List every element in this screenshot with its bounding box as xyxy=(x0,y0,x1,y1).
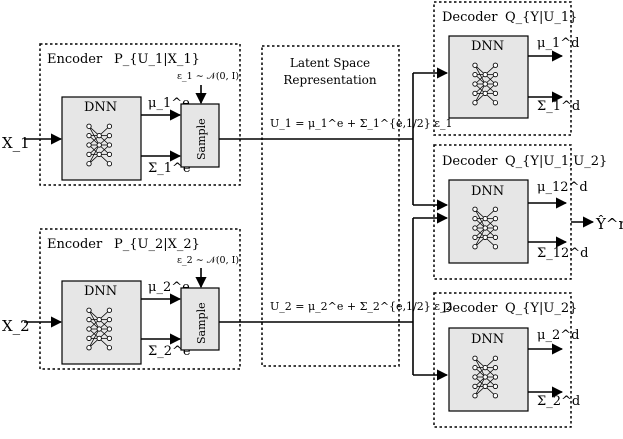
decoder-2-mu: μ_2^d xyxy=(537,328,579,343)
decoder-1-sigma: Σ_1^d xyxy=(537,99,580,114)
encoder-2-dist: P_{U_2|X_2} xyxy=(114,237,200,252)
decoder-12-sigma: Σ_12^d xyxy=(537,246,588,261)
decoder-1-mu: μ_1^d xyxy=(537,36,579,51)
encoder-2-mu: μ_2^e xyxy=(148,280,190,295)
encoder-2: Encoder P_{U_2|X_2} ε_2 ∼ 𝒩(0, I) DNN μ_… xyxy=(39,228,241,370)
decoder-2-frame xyxy=(433,292,572,428)
decoder-2-dnn-label: DNN xyxy=(471,332,504,347)
encoder-2-sample-box xyxy=(180,287,220,351)
encoder-2-frame xyxy=(39,228,241,370)
encoder-1-mu: μ_1^e xyxy=(148,96,190,111)
decoder-12-mu: μ_12^d xyxy=(537,180,588,195)
decoder-2: Decoder Q_{Y|U_2} DNN μ_2^d Σ_2^d xyxy=(433,292,580,428)
latent-u1-equation: U_1 = μ_1^e + Σ_1^{e,1/2} ε_1 xyxy=(270,117,452,130)
decoder-1-title: Decoder xyxy=(442,10,498,25)
encoder-2-sigma: Σ_2^e xyxy=(148,344,191,359)
decoder-12: Decoder Q_{Y|U_1,U_2} DNN μ_12^d Σ_12^d xyxy=(433,144,607,280)
latent-space: Latent Space Representation U_1 = μ_1^e … xyxy=(261,45,452,367)
decoder-12-dnn-label: DNN xyxy=(471,184,504,199)
decoder-1-dnn-label: DNN xyxy=(471,39,504,54)
encoder-2-dnn-label: DNN xyxy=(84,284,117,299)
encoder-1-dnn-label: DNN xyxy=(84,100,117,115)
encoder-2-title: Encoder xyxy=(47,237,103,252)
decoder-2-sigma: Σ_2^d xyxy=(537,394,580,409)
decoder-12-dist: Q_{Y|U_1,U_2} xyxy=(505,154,607,169)
encoder-1-sigma: Σ_1^e xyxy=(148,161,191,176)
encoder-1-sample-label: Sample xyxy=(195,118,208,160)
decoder-2-dnn-box xyxy=(448,327,529,412)
latent-space-frame xyxy=(261,45,400,367)
encoder-2-sample-label: Sample xyxy=(195,302,208,344)
decoder-2-title: Decoder xyxy=(442,301,498,316)
decoder-1-dist: Q_{Y|U_1} xyxy=(505,10,577,25)
latent-u2-equation: U_2 = μ_2^e + Σ_2^{e,1/2} ε_2 xyxy=(270,300,452,313)
encoder-1: Encoder P_{U_1|X_1} ε_1 ∼ 𝒩(0, I) DNN μ_… xyxy=(39,43,241,186)
decoder-12-frame xyxy=(433,144,572,280)
encoder-1-frame xyxy=(39,43,241,186)
output-label: Ŷ^n xyxy=(595,215,623,233)
encoder-2-noise: ε_2 ∼ 𝒩(0, I) xyxy=(177,255,239,266)
decoder-12-title: Decoder xyxy=(442,154,498,169)
encoder-2-dnn-box xyxy=(61,280,142,365)
latent-space-title-line1: Latent Space xyxy=(290,56,370,70)
decoder-1: Decoder Q_{Y|U_1} DNN μ_1^d Σ_1^d xyxy=(433,1,580,136)
encoder-1-dist: P_{U_1|X_1} xyxy=(114,52,200,67)
decoder-2-dist: Q_{Y|U_2} xyxy=(505,301,577,316)
encoder-1-noise: ε_1 ∼ 𝒩(0, I) xyxy=(177,71,239,82)
latent-space-title-line2: Representation xyxy=(283,73,377,87)
input-x1-label: X_1 xyxy=(2,134,30,152)
input-x2-label: X_2 xyxy=(2,317,30,335)
decoder-1-dnn-box xyxy=(448,35,529,119)
encoder-1-dnn-box xyxy=(61,96,142,181)
encoder-1-title: Encoder xyxy=(47,52,103,67)
